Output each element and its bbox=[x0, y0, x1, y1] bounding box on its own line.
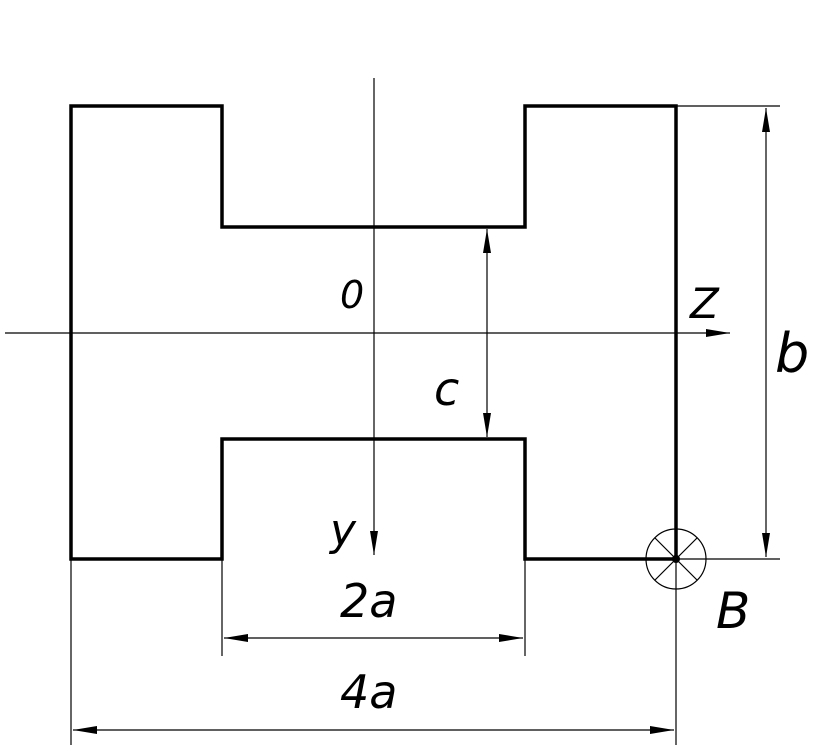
label-point-b: B bbox=[716, 582, 750, 640]
label-4a: 4a bbox=[340, 665, 397, 719]
label-b: b bbox=[775, 322, 809, 385]
label-origin: 0 bbox=[340, 273, 364, 317]
label-c: c bbox=[434, 362, 459, 416]
point-b-marker bbox=[645, 528, 707, 590]
label-z-axis: Z bbox=[689, 279, 720, 328]
label-2a: 2a bbox=[340, 574, 397, 628]
label-y-axis: y bbox=[328, 505, 357, 556]
